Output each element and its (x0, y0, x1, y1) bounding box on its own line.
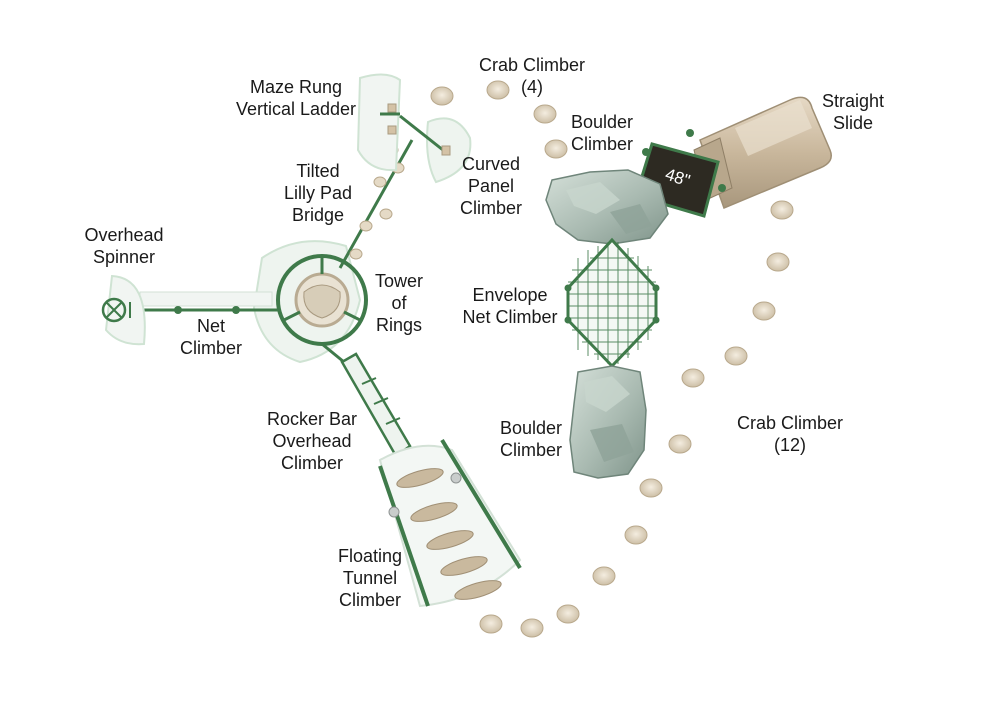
crab-hold (544, 139, 568, 159)
maze-rung-ladder (356, 73, 402, 172)
curved-panel-climber (399, 114, 472, 184)
net-climber-arm (132, 291, 278, 314)
crab-hold (592, 566, 616, 586)
crab-hold (766, 252, 790, 272)
label-crab-climber-12: Crab Climber(12) (736, 413, 844, 455)
crab-hold (486, 80, 510, 100)
crab-hold (479, 614, 503, 634)
crab-hold (639, 478, 663, 498)
label-crab-climber-4: Crab Climber(4) (478, 55, 586, 97)
envelope-net-climber (564, 237, 660, 369)
crab-hold (681, 368, 705, 388)
rocker-bar-overhead-climber (321, 342, 412, 458)
crab-hold (520, 618, 544, 638)
crab-climbers-4 (430, 80, 568, 159)
crab-hold (533, 104, 557, 124)
crab-climbers-12 (479, 200, 794, 638)
crab-hold (770, 200, 794, 220)
boulder-climber-bottom (569, 365, 647, 479)
floating-tunnel-climber (378, 438, 522, 608)
crab-hold (556, 604, 580, 624)
overhead-spinner (101, 274, 146, 346)
crab-hold (624, 525, 648, 545)
crab-hold (724, 346, 748, 366)
crab-hold (752, 301, 776, 321)
crab-hold (668, 434, 692, 454)
crab-hold (430, 86, 454, 106)
boulder-climber-top (545, 169, 669, 245)
